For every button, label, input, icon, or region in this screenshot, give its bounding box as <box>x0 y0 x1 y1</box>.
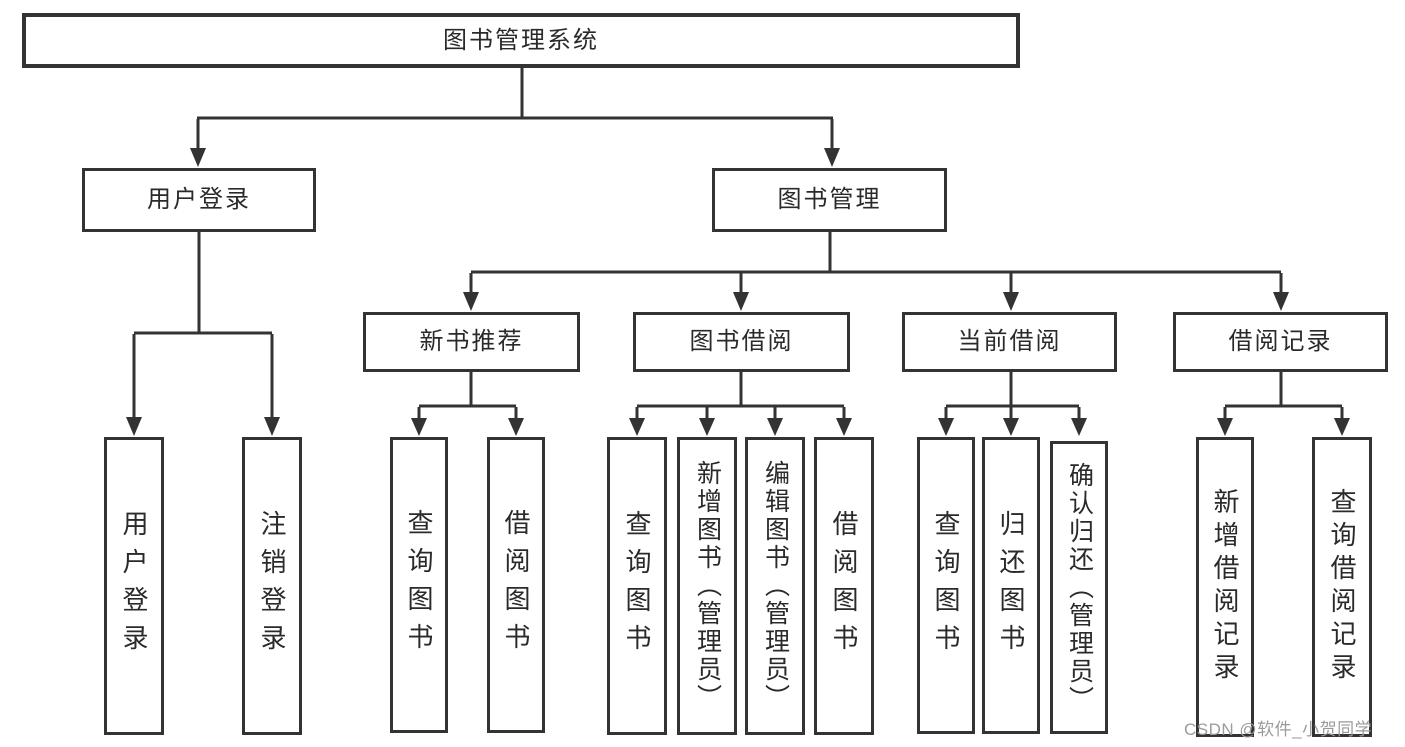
node-borrowing-records: 借阅记录 <box>1173 312 1388 372</box>
leaf-query-borrow-record: 查询借阅记录 <box>1312 437 1372 737</box>
node-new-book-recommendation: 新书推荐 <box>363 312 580 372</box>
node-user-login: 用户登录 <box>82 168 316 232</box>
arrowhead-icons <box>126 148 1350 436</box>
leaf-confirm-return-admin: 确认归还（管理员） <box>1050 441 1108 734</box>
node-book-management: 图书管理 <box>712 168 947 232</box>
tree-lines <box>132 66 1344 421</box>
leaf-edit-books-admin: 编辑图书（管理员） <box>745 437 805 735</box>
leaf-borrowing-query-books: 查询图书 <box>607 437 667 735</box>
leaf-recommend-borrow-books: 借阅图书 <box>487 437 545 733</box>
leaf-logout: 注销登录 <box>242 437 302 735</box>
leaf-add-borrow-record: 新增借阅记录 <box>1196 437 1254 737</box>
csdn-watermark: CSDN @软件_小贺同学 <box>1184 720 1373 739</box>
node-library-management-system: 图书管理系统 <box>22 13 1020 68</box>
leaf-current-query-books: 查询图书 <box>917 437 975 734</box>
leaf-recommend-query-books: 查询图书 <box>390 437 448 733</box>
node-book-borrowing: 图书借阅 <box>633 312 850 372</box>
leaf-borrow-books: 借阅图书 <box>814 437 874 735</box>
leaf-add-books-admin: 新增图书（管理员） <box>677 437 737 735</box>
leaf-user-login: 用户登录 <box>104 437 164 735</box>
node-current-borrowing: 当前借阅 <box>902 312 1117 372</box>
leaf-return-books: 归还图书 <box>982 437 1040 734</box>
